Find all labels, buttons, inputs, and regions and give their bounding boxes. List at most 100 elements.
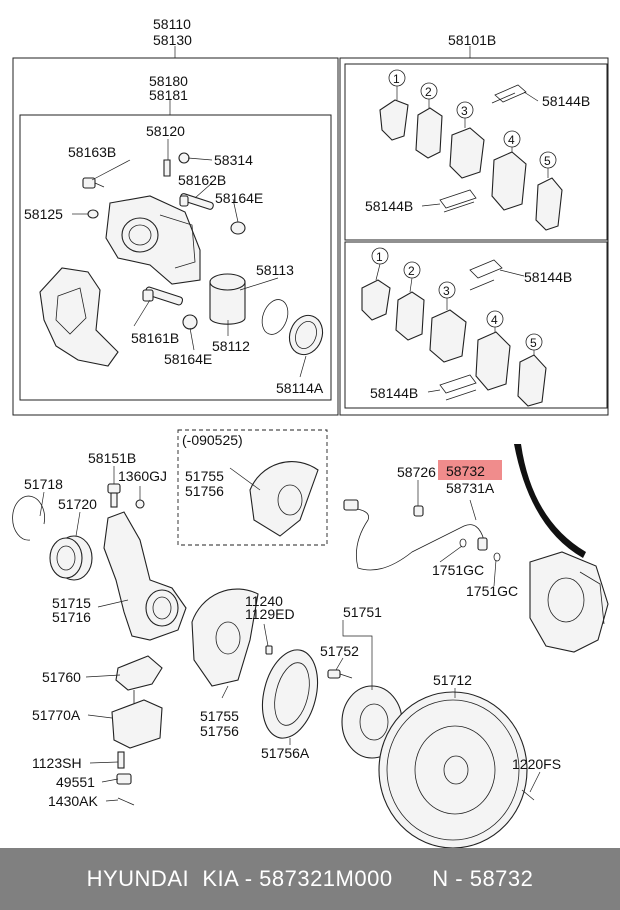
wheel-stud <box>327 669 353 679</box>
caliper-right <box>529 551 609 653</box>
label-58144B-4: 58144B <box>370 385 418 401</box>
label-58161B: 58161B <box>131 330 179 346</box>
shim-clip-lower-2 <box>439 374 477 401</box>
pad-4-upper <box>491 151 527 211</box>
caliper-piston <box>209 273 246 325</box>
label-51755-a: 51755 <box>185 468 224 484</box>
brake-disc <box>378 691 528 848</box>
pad-num-2a: 2 <box>425 85 432 99</box>
pad-5-upper <box>535 177 563 231</box>
pad-set-lower-frame <box>344 241 608 409</box>
shim-clip-upper-1 <box>491 84 527 104</box>
caliper-assembly-frame <box>12 57 339 416</box>
label-58162B: 58162B <box>178 172 226 188</box>
label-58151B: 58151B <box>88 450 136 466</box>
guide-bolt-upper <box>82 177 105 189</box>
pad-num-4a: 4 <box>508 133 515 147</box>
footer-ref-number: N - 58732 <box>432 866 534 891</box>
label-090525: (-090525) <box>182 432 243 448</box>
snap-ring <box>12 495 45 541</box>
label-1360GJ: 1360GJ <box>118 468 167 484</box>
label-1123SH: 1123SH <box>32 755 82 771</box>
dust-cover <box>191 588 259 687</box>
pad-num-1b: 1 <box>376 250 383 264</box>
label-58144B-3: 58144B <box>524 269 572 285</box>
label-58125: 58125 <box>24 206 63 222</box>
pad-kit-frame <box>339 57 609 416</box>
pad-2-upper <box>415 107 443 159</box>
label-51752: 51752 <box>320 643 359 659</box>
caliper-subassembly-frame <box>19 114 332 401</box>
brake-hose <box>343 499 488 571</box>
label-58726: 58726 <box>397 464 436 480</box>
pad-5-lower <box>517 354 547 407</box>
label-11240: 11240 <box>245 593 283 609</box>
pad-num-3a: 3 <box>461 104 468 118</box>
steering-knuckle <box>103 511 187 641</box>
label-58101B: 58101B <box>448 32 496 48</box>
label-1430AK: 1430AK <box>48 793 98 809</box>
guide-pin-lower <box>142 286 184 306</box>
label-58731A: 58731A <box>446 480 495 496</box>
label-51770A: 51770A <box>32 707 81 723</box>
label-51760: 51760 <box>42 669 81 685</box>
highlight-58732 <box>438 460 502 480</box>
label-1751GC-a: 1751GC <box>432 562 484 578</box>
hose-washer-1 <box>459 538 467 548</box>
bleeder-cap <box>178 152 190 164</box>
pad-num-5a: 5 <box>544 154 551 168</box>
caliper-bracket <box>39 267 119 367</box>
label-58181: 58181 <box>149 87 188 103</box>
label-49551: 49551 <box>56 774 95 790</box>
label-51720: 51720 <box>58 496 97 512</box>
pad-num-4b: 4 <box>491 313 498 327</box>
label-58163B: 58163B <box>68 144 116 160</box>
pad-1-lower <box>361 279 391 321</box>
label-58180: 58180 <box>149 73 188 89</box>
shim-clip-upper-2 <box>439 189 477 213</box>
cotter-pin <box>117 797 135 806</box>
label-58120: 58120 <box>146 123 185 139</box>
label-51718: 51718 <box>24 476 63 492</box>
disc-screw <box>521 789 535 801</box>
label-51756A: 51756A <box>261 745 310 761</box>
dust-cover-bolt <box>265 645 273 655</box>
piston-seal <box>261 299 289 335</box>
pad-num-3b: 3 <box>443 284 450 298</box>
guide-pin-boot-lower <box>182 314 198 330</box>
piston-boot <box>288 314 324 356</box>
label-58112: 58112 <box>212 338 250 354</box>
label-58164E-b: 58164E <box>164 351 212 367</box>
label-58732: 58732 <box>446 463 485 479</box>
knuckle-nut <box>135 499 145 509</box>
pad-num-2b: 2 <box>408 264 415 278</box>
label-58130: 58130 <box>153 32 192 48</box>
label-58113: 58113 <box>256 262 294 278</box>
bleeder-screw <box>163 159 171 177</box>
footer-part-number: HYUNDAI KIA - 587321M000 <box>86 866 393 891</box>
label-58164E-a: 58164E <box>215 190 263 206</box>
label-51712: 51712 <box>433 672 472 688</box>
lower-arm-ball-joint <box>115 655 163 708</box>
label-58144B-1: 58144B <box>542 93 590 109</box>
hose-bolt <box>413 505 424 517</box>
label-58114A: 58114A <box>276 380 324 396</box>
wheel-bearing <box>49 535 93 581</box>
label-58314: 58314 <box>214 152 253 168</box>
label-58110: 58110 <box>153 16 191 32</box>
label-1220FS: 1220FS <box>512 756 561 772</box>
pad-num-5b: 5 <box>530 336 537 350</box>
part-labels: 58110 58130 58101B 58180 58181 58120 581… <box>24 16 590 809</box>
pad-2-lower <box>395 291 425 341</box>
dust-cover-dashed-frame <box>177 429 328 546</box>
pad-set-upper-frame <box>344 63 608 241</box>
label-51755-b: 51755 <box>200 708 239 724</box>
label-51716: 51716 <box>52 609 91 625</box>
hex-bolt-1123SH <box>117 751 125 769</box>
pad-3-upper <box>449 127 485 179</box>
label-51751: 51751 <box>343 604 382 620</box>
pad-4-lower <box>475 331 511 391</box>
guide-pin-boot-upper <box>230 221 246 235</box>
castle-nut <box>116 773 132 785</box>
label-58144B-2: 58144B <box>365 198 413 214</box>
